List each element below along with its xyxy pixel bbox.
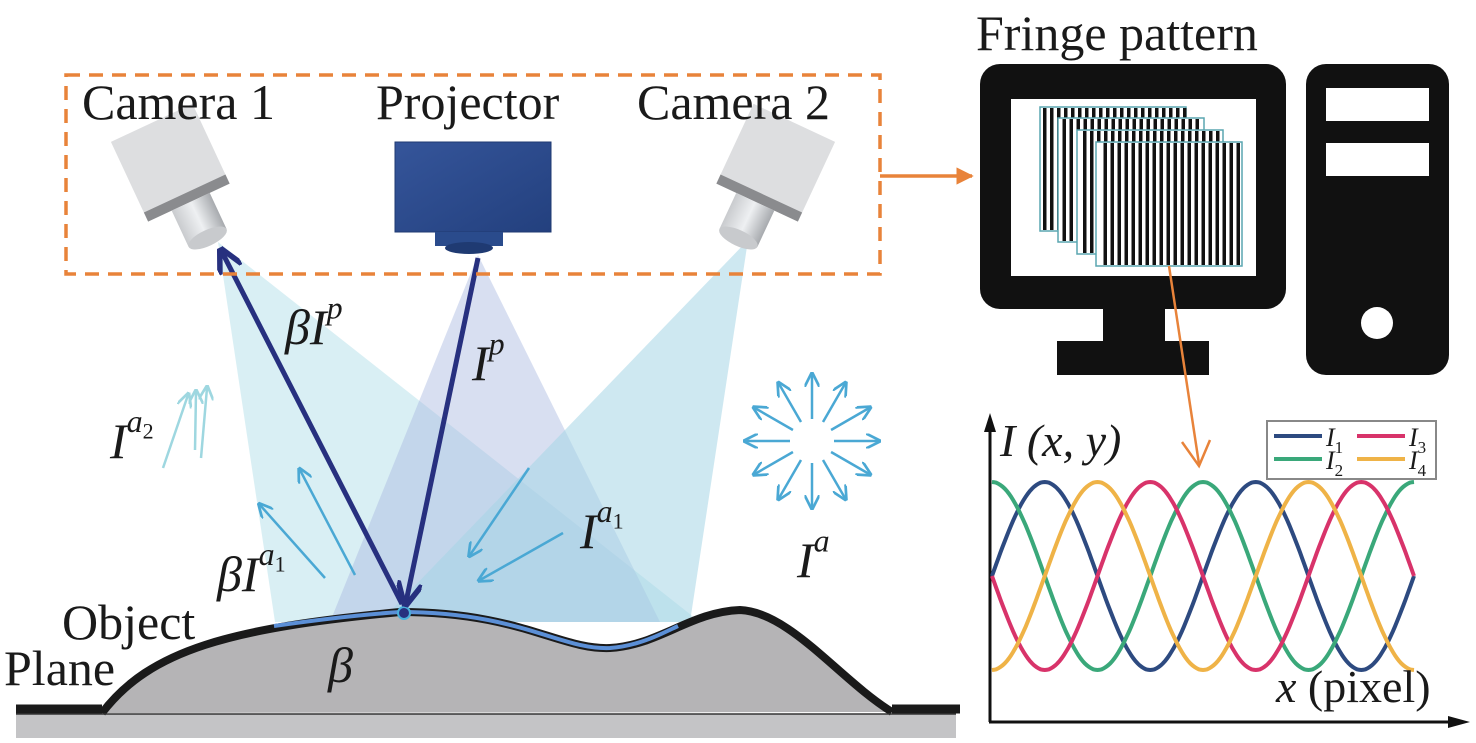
fringe-pattern-stack — [1039, 106, 1243, 267]
label-base: I — [797, 532, 814, 588]
ambient-ray — [821, 459, 845, 498]
reflected-intensity-label: βIp — [285, 291, 343, 355]
rays — [222, 252, 481, 606]
plane-base — [16, 714, 956, 738]
label-sup: a — [126, 403, 143, 440]
label-base: I — [472, 335, 489, 391]
ambient-ray — [779, 459, 803, 498]
ambient-ray — [755, 450, 794, 474]
fringe-pattern-label: Fringe pattern — [976, 5, 1258, 61]
projected-ray — [406, 257, 481, 602]
label-sup: p — [326, 289, 343, 326]
ambient-reflected-label: βIa1 — [217, 538, 286, 602]
x-label-var: x — [1276, 661, 1297, 712]
fringe-to-plot-arrow — [1167, 265, 1201, 465]
computer-tower-icon — [1306, 64, 1449, 375]
ambient-arrows-incident — [470, 467, 564, 580]
plane-label: Plane — [4, 640, 116, 696]
label-sup: a — [258, 536, 275, 573]
plot-y-label: I (x, y) — [1000, 418, 1121, 464]
ambient-arrows-stray — [161, 388, 207, 469]
monitor-icon — [980, 64, 1286, 375]
camera2-icon — [716, 103, 836, 250]
plot-legend-box — [1266, 420, 1437, 480]
label-base: I — [110, 413, 127, 469]
ambient-stray-label: Ia2 — [110, 405, 154, 469]
reflected-ray — [222, 252, 405, 606]
camera2-view-cone — [380, 240, 748, 622]
plot-y-axis-arrowhead — [984, 413, 996, 432]
plot-curves — [990, 479, 1416, 673]
ambient-incident-label: Ia1 — [580, 495, 624, 559]
label-sup: a — [596, 493, 613, 530]
object-surface — [16, 605, 960, 738]
label-sup: a — [813, 522, 830, 559]
object-label: Object — [62, 594, 196, 650]
x-label-unit: (pixel) — [1307, 661, 1431, 712]
projected-intensity-label: Ip — [472, 327, 505, 391]
camera1-icon — [110, 103, 230, 250]
ambient-ray — [830, 450, 869, 474]
ambient-ray — [821, 384, 845, 423]
ambient-arrows-reflected — [260, 470, 357, 579]
series-I4 — [991, 479, 1415, 673]
series-I2 — [991, 479, 1415, 673]
projector-label: Projector — [376, 74, 560, 130]
label-base: βI — [285, 299, 327, 355]
ambient-ray — [779, 384, 803, 423]
ambient-light-label: Ia — [797, 524, 830, 588]
ambient-ray — [755, 408, 794, 432]
label-sub: 1 — [274, 552, 286, 577]
label-sup: p — [488, 325, 505, 362]
camera1-label: Camera 1 — [82, 74, 275, 130]
y-label-args: (x, y) — [1026, 415, 1122, 466]
projector-icon — [394, 141, 552, 254]
illuminated-surface — [273, 609, 679, 651]
plot-x-label: x (pixel) — [1276, 664, 1431, 710]
label-base: I — [580, 503, 597, 559]
object-body — [102, 610, 892, 713]
ambient-light-source-icon — [746, 375, 878, 507]
label-base: βI — [217, 546, 259, 602]
fringe-frame — [1095, 141, 1243, 267]
reflectivity-beta-label: β — [328, 637, 353, 693]
label-sub: 2 — [142, 419, 154, 444]
label-sub: 1 — [612, 509, 624, 534]
measured-point — [397, 606, 411, 620]
fringe-to-plot-arrowhead — [1180, 439, 1212, 469]
series-I3 — [990, 479, 1416, 673]
plot-x-axis-arrowhead — [1448, 716, 1470, 728]
light-cones — [218, 240, 748, 622]
ambient-ray — [830, 408, 869, 432]
y-label-var: I — [1000, 415, 1016, 466]
camera2-label: Camera 2 — [637, 74, 830, 130]
